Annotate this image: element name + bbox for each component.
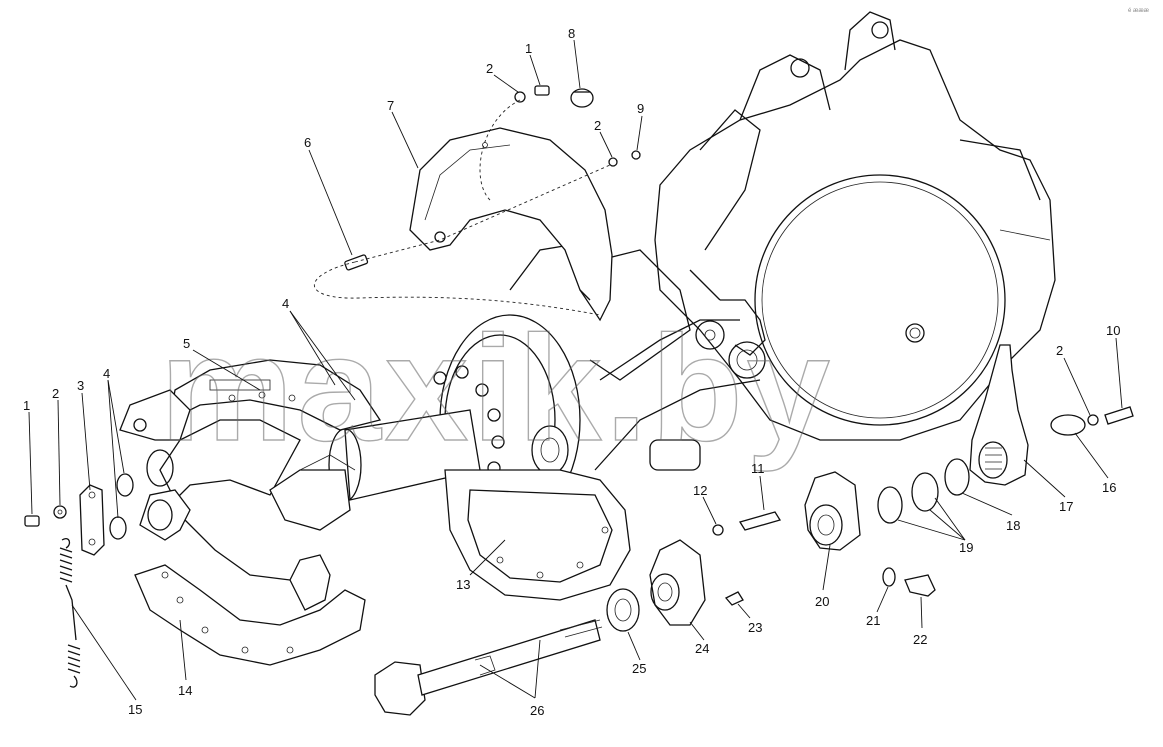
leader-lines [28,39,1123,701]
callout-5: 5 [183,336,190,351]
callout-15: 15 [128,702,142,717]
callout-20: 20 [815,594,829,609]
callout-8: 8 [568,26,575,41]
part-3-plate [79,484,105,556]
part-11-bolt [738,511,782,531]
assembly-line-shield [354,99,611,263]
callout-14: 14 [178,683,192,698]
dust-shield-7 [409,127,613,322]
watermark-text: maxik.by [160,304,834,472]
callout-9: 9 [637,101,644,116]
brake-shoe-14 [134,489,366,666]
callout-4-upper: 4 [282,296,289,311]
callout-4-left: 4 [103,366,110,381]
backing-plate-13 [444,469,631,601]
callout-1-top: 1 [525,41,532,56]
part-21-washer [882,567,896,587]
assembly-line-loop [313,261,601,316]
callout-23: 23 [748,620,762,635]
callout-22: 22 [913,632,927,647]
part-17-slack-adjuster [969,344,1029,486]
part-24-bearing-bracket [649,539,706,626]
callout-12: 12 [693,483,707,498]
callout-2-left: 2 [52,386,59,401]
part-15-spring [59,538,81,688]
callout-16: 16 [1102,480,1116,495]
callout-17: 17 [1059,499,1073,514]
callout-labels: 1 2 3 4 5 4 6 7 2 1 8 2 9 10 2 11 12 13 … [23,26,1120,718]
part-12-nut [712,524,724,536]
callout-26: 26 [530,703,544,718]
callout-13: 13 [456,577,470,592]
corner-mark: é æææ [1128,8,1150,14]
axle-housing [594,11,1056,471]
callout-7: 7 [387,98,394,113]
part-9-nut [631,150,641,160]
brake-shoe-5 [119,359,382,531]
part-4-rings [109,473,134,540]
part-20-bracket [804,471,861,551]
callout-3: 3 [77,378,84,393]
callout-2-right: 2 [1056,343,1063,358]
part-16-washer [1050,414,1086,436]
part-2-nut-top [514,91,526,103]
part-19-washers [877,458,970,524]
callout-19: 19 [959,540,973,555]
callout-25: 25 [632,661,646,676]
callout-10: 10 [1106,323,1120,338]
callout-2-mid: 2 [594,118,601,133]
part-2-washer-left [53,505,67,519]
part-2-nut-right [1087,414,1099,426]
part-26-camshaft [374,619,603,716]
part-22-bolt [904,574,936,597]
part-1-bolt-left [24,515,40,527]
callout-18: 18 [1006,518,1020,533]
part-10-bolt [1104,406,1134,425]
part-1-bolt-top [534,85,550,96]
part-6-stud [344,254,369,271]
part-25-seal [606,588,640,632]
part-23-fitting [724,591,744,606]
callout-1-left: 1 [23,398,30,413]
callout-2-top: 2 [486,61,493,76]
callout-21: 21 [866,613,880,628]
part-8-plug [570,88,594,108]
callout-11: 11 [751,461,765,476]
callout-6: 6 [304,135,311,150]
callout-24: 24 [695,641,709,656]
part-2-nut-mid [608,157,618,167]
